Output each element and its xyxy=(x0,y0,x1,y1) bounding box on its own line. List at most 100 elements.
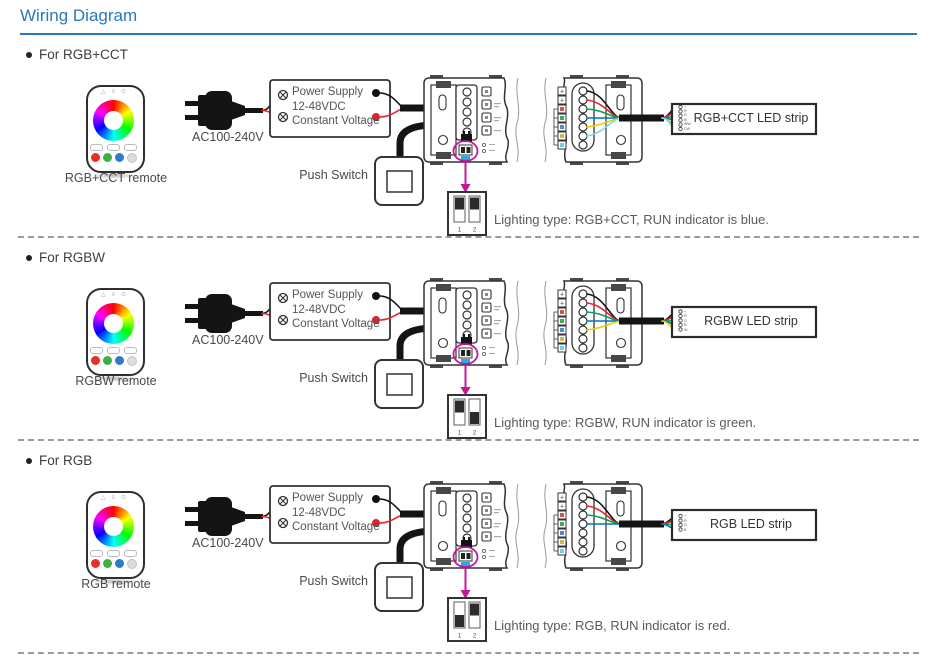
remote-control: △ ≡ ⊙ xyxy=(86,491,145,587)
dip-switch-handles xyxy=(455,400,479,424)
green-button xyxy=(102,559,112,568)
up-icon: △ xyxy=(100,89,106,95)
strip-connector-pins xyxy=(678,309,683,332)
strip-connector-pins xyxy=(678,104,683,132)
lighting-type-note: Lighting type: RGBW, RUN indicator is gr… xyxy=(494,415,757,430)
section-rgbw: + + xyxy=(0,248,937,448)
remote-color-buttons xyxy=(86,356,141,366)
push-switch-label: Push Switch xyxy=(299,168,368,182)
section-separator xyxy=(18,236,919,238)
dip-label-1: 1 xyxy=(458,227,462,234)
power-supply-text: Power Supply 12-48VDC Constant Voltage xyxy=(292,86,380,127)
blue-button xyxy=(114,559,124,568)
power-icon: ⊙ xyxy=(121,89,127,95)
section-rgb-cct: + + xyxy=(0,45,937,245)
green-button xyxy=(102,153,112,162)
mode-icon: ≡ xyxy=(111,495,116,501)
remote-shadow xyxy=(89,578,139,585)
section-heading: For RGBW xyxy=(26,250,105,265)
wiring-drawing: + + xyxy=(0,480,818,642)
output-plus-label: + xyxy=(560,504,564,511)
ac-plug-icon xyxy=(185,294,281,333)
dip-switch-detail xyxy=(447,191,487,236)
section-separator xyxy=(18,652,919,654)
plug-voltage-label: AC100-240V xyxy=(192,130,264,144)
mode-icon: ≡ xyxy=(111,292,116,298)
red-button xyxy=(90,559,100,568)
remote-label: RGB+CCT remote xyxy=(64,171,168,185)
remote-control: △ ≡ ⊙ xyxy=(86,85,145,181)
bullet-icon xyxy=(26,51,32,58)
led-strip-label: RGBW LED strip xyxy=(704,314,798,328)
bullet-icon xyxy=(26,457,32,464)
output-plus-label: + xyxy=(560,292,564,299)
output-plus-label: + xyxy=(560,495,564,502)
section-heading: For RGB+CCT xyxy=(26,47,128,62)
bullet-icon xyxy=(26,254,32,261)
power-supply-text: Power Supply 12-48VDC Constant Voltage xyxy=(292,289,380,330)
output-plus-label: + xyxy=(560,89,564,96)
dip-label-1: 1 xyxy=(458,430,462,437)
led-strip-label: RGB LED strip xyxy=(710,517,792,531)
push-switch-icon xyxy=(374,156,424,206)
green-button xyxy=(102,356,112,365)
dip-switch-handles xyxy=(455,603,479,627)
remote-color-buttons xyxy=(86,153,141,163)
remote-shadow xyxy=(89,172,139,179)
ac-plug-icon xyxy=(185,91,281,130)
up-icon: △ xyxy=(100,292,106,298)
ac-plug-icon xyxy=(185,497,281,536)
break-lines xyxy=(515,280,548,366)
color-wheel xyxy=(93,100,134,141)
page-title: Wiring Diagram xyxy=(20,6,138,25)
remote-pill-buttons xyxy=(86,144,141,151)
plug-voltage-label: AC100-240V xyxy=(192,536,264,550)
remote-top-icons: △ ≡ ⊙ xyxy=(86,89,141,96)
controller-input-side xyxy=(423,277,510,397)
remote-control: △ ≡ ⊙ xyxy=(86,288,145,384)
remote-label: RGBW remote xyxy=(75,374,157,388)
break-lines xyxy=(515,77,548,163)
dip-label-2: 2 xyxy=(473,227,477,234)
push-switch-label: Push Switch xyxy=(299,574,368,588)
remote-pill-buttons xyxy=(86,347,141,354)
section-rgb: + + xyxy=(0,451,937,651)
red-button xyxy=(90,356,100,365)
red-button xyxy=(90,153,100,162)
push-switch-icon xyxy=(374,359,424,409)
power-icon: ⊙ xyxy=(121,495,127,501)
section-heading: For RGB xyxy=(26,453,92,468)
dip-switch-detail xyxy=(447,394,487,439)
color-wheel xyxy=(93,303,134,344)
break-lines xyxy=(515,483,548,569)
output-plus-label: + xyxy=(560,301,564,308)
wiring-drawing: + + xyxy=(0,277,818,439)
remote-color-buttons xyxy=(86,559,141,569)
push-switch-label: Push Switch xyxy=(299,371,368,385)
color-wheel xyxy=(93,506,134,547)
section-separator xyxy=(18,439,919,441)
remote-pill-buttons xyxy=(86,550,141,557)
title-underline xyxy=(20,33,917,35)
power-supply-text: Power Supply 12-48VDC Constant Voltage xyxy=(292,492,380,533)
remote-shadow xyxy=(89,375,139,382)
mode-icon: ≡ xyxy=(111,89,116,95)
led-strip-label: RGB+CCT LED strip xyxy=(693,111,809,125)
white-button xyxy=(126,559,137,569)
plug-voltage-label: AC100-240V xyxy=(192,333,264,347)
power-icon: ⊙ xyxy=(121,292,127,298)
white-button xyxy=(126,356,137,366)
white-button xyxy=(126,153,137,163)
controller-input-side xyxy=(423,74,510,194)
dip-label-2: 2 xyxy=(473,633,477,640)
remote-top-icons: △ ≡ ⊙ xyxy=(86,495,141,502)
dip-label-1: 1 xyxy=(458,633,462,640)
blue-button xyxy=(114,356,124,365)
blue-button xyxy=(114,153,124,162)
push-switch-icon xyxy=(374,562,424,612)
controller-input-side xyxy=(423,480,510,600)
up-icon: △ xyxy=(100,495,106,501)
